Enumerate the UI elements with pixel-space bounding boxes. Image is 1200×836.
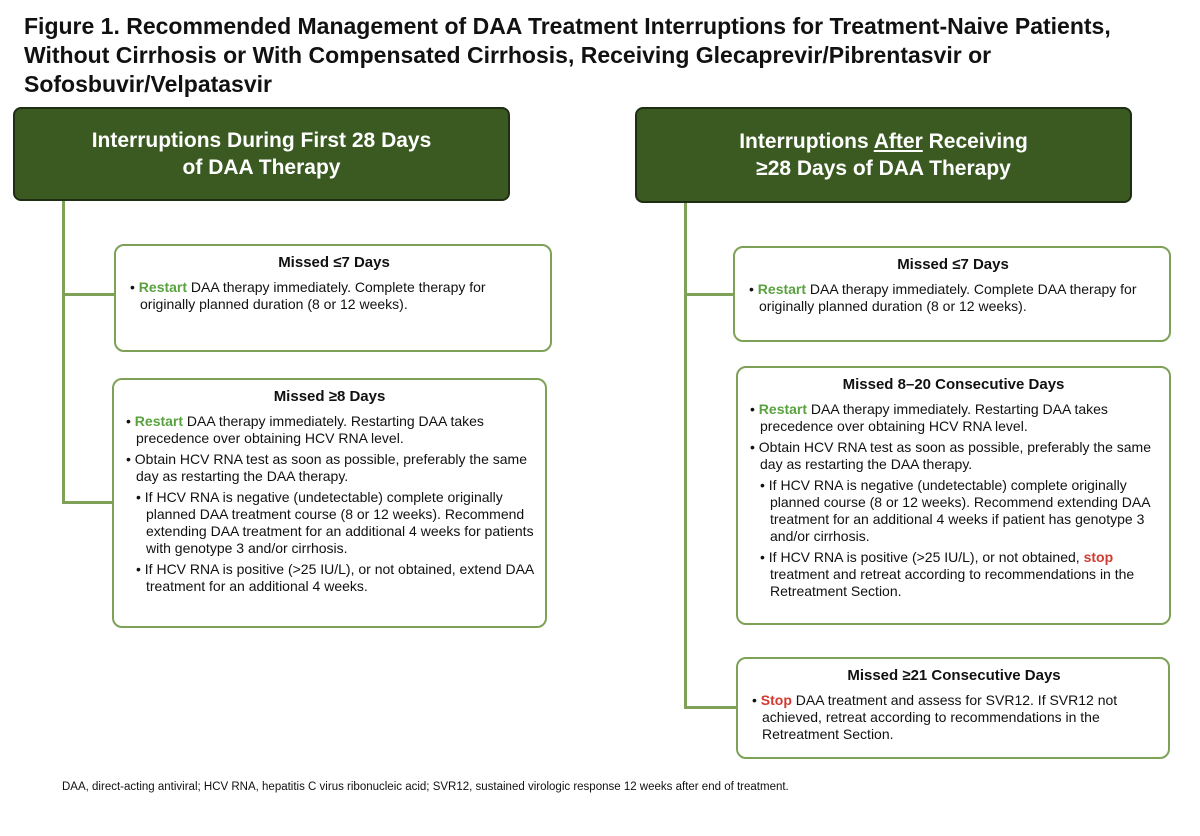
box-title: Missed ≥8 Days (273, 388, 386, 405)
right-missed-21-days-box: Missed ≥21 Consecutive Days • Stop DAA t… (736, 657, 1170, 759)
sub-bullet-item: • If HCV RNA is positive (>25 IU/L), or … (760, 549, 1135, 599)
left-connector-vertical (62, 201, 65, 504)
bullet-item: • Restart DAA therapy immediately. Resta… (750, 401, 1108, 434)
bullet-text: If HCV RNA is negative (undetectable) co… (768, 477, 1150, 544)
bullet-item: • Restart DAA therapy immediately. Compl… (749, 281, 1137, 314)
box-title: Missed 8–20 Consecutive Days (842, 376, 1065, 393)
left-header-line1: Interruptions During First 28 Days (91, 129, 432, 152)
box-title: Missed ≤7 Days (278, 254, 390, 271)
box-title: Missed ≥21 Consecutive Days (847, 667, 1061, 684)
left-connector-to-box2 (62, 501, 113, 504)
stop-keyword: Stop (760, 692, 792, 708)
bullet-text: DAA therapy immediately. Restarting DAA … (136, 413, 484, 446)
restart-keyword: Restart (757, 281, 807, 297)
bullet-text: DAA treatment and assess for SVR12. If S… (762, 692, 1118, 742)
bullet-item: • Restart DAA therapy immediately. Compl… (130, 279, 486, 312)
left-column-header: Interruptions During First 28 Days of DA… (13, 107, 510, 201)
bullet-item: • Obtain HCV RNA test as soon as possibl… (126, 451, 527, 484)
restart-keyword: Restart (138, 279, 188, 295)
right-connector-vertical (684, 203, 687, 709)
right-header-after: After (873, 130, 923, 153)
right-header-line2: ≥28 Days of DAA Therapy (756, 157, 1011, 180)
restart-keyword: Restart (758, 401, 808, 417)
bullet-text: If HCV RNA is negative (undetectable) co… (144, 489, 534, 556)
right-column-header: Interruptions After Receiving ≥28 Days o… (635, 107, 1132, 203)
sub-bullet-item: • If HCV RNA is negative (undetectable) … (136, 489, 534, 556)
left-missed-7-days-box: Missed ≤7 Days • Restart DAA therapy imm… (114, 244, 552, 352)
bullet-text: Obtain HCV RNA test as soon as possible,… (758, 439, 1151, 472)
bullet-text: DAA therapy immediately. Complete therap… (140, 279, 486, 312)
footnote: DAA, direct-acting antiviral; HCV RNA, h… (62, 781, 789, 793)
right-header-part2: Receiving (922, 130, 1028, 153)
right-missed-7-days-box: Missed ≤7 Days • Restart DAA therapy imm… (733, 246, 1171, 342)
box-title: Missed ≤7 Days (897, 256, 1009, 273)
right-connector-to-box1 (684, 293, 734, 296)
bullet-text: If HCV RNA is positive (>25 IU/L), or no… (768, 549, 1084, 565)
bullet-text: treatment and retreat according to recom… (770, 566, 1135, 599)
bullet-text: Obtain HCV RNA test as soon as possible,… (134, 451, 527, 484)
bullet-text: If HCV RNA is positive (>25 IU/L), or no… (144, 561, 534, 594)
right-connector-to-box3 (684, 706, 737, 709)
left-missed-8-days-box: Missed ≥8 Days • Restart DAA therapy imm… (112, 378, 547, 628)
left-header-line2: of DAA Therapy (182, 156, 341, 179)
right-header-line1: Interruptions After Receiving (637, 128, 1130, 155)
stop-keyword: stop (1083, 549, 1114, 565)
bullet-item: • Stop DAA treatment and assess for SVR1… (752, 692, 1118, 742)
right-missed-8-20-days-box: Missed 8–20 Consecutive Days • Restart D… (736, 366, 1171, 625)
sub-bullet-item: • If HCV RNA is negative (undetectable) … (760, 477, 1150, 544)
restart-keyword: Restart (134, 413, 184, 429)
bullet-text: DAA therapy immediately. Restarting DAA … (760, 401, 1108, 434)
bullet-item: • Obtain HCV RNA test as soon as possibl… (750, 439, 1151, 472)
right-header-part1: Interruptions (739, 130, 874, 153)
bullet-text: DAA therapy immediately. Complete DAA th… (759, 281, 1137, 314)
figure-title: Figure 1. Recommended Management of DAA … (24, 13, 1111, 97)
bullet-item: • Restart DAA therapy immediately. Resta… (126, 413, 484, 446)
left-connector-to-box1 (62, 293, 115, 296)
sub-bullet-item: • If HCV RNA is positive (>25 IU/L), or … (136, 561, 534, 594)
